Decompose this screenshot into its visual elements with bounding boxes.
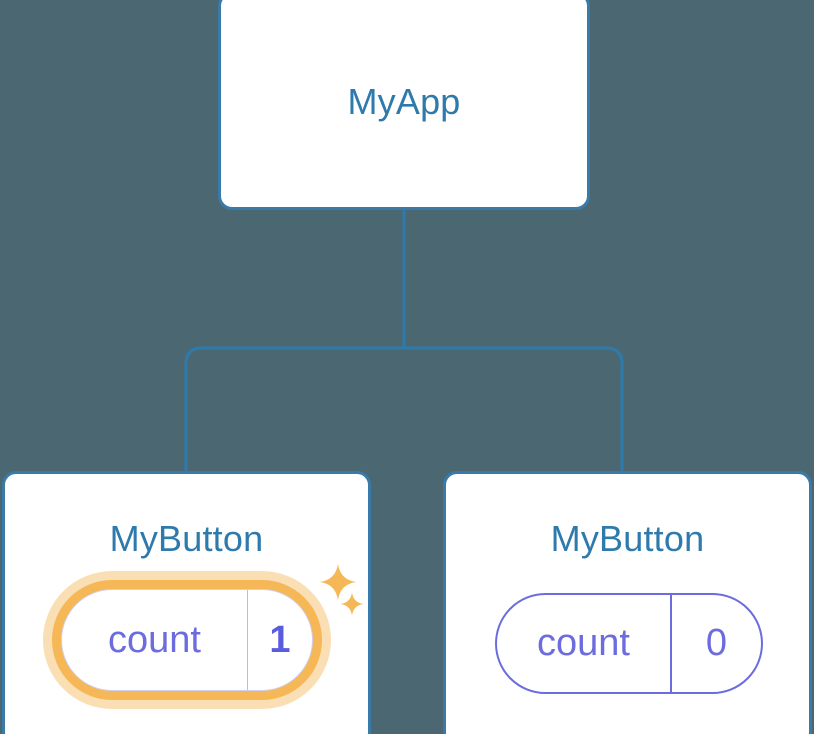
state-pill-left-value: 1 [269,618,291,661]
node-mybutton-right[interactable]: MyButton count 0 [443,471,812,734]
state-pill-left-key: count [108,618,201,661]
state-pill-right[interactable]: count 0 [495,593,763,694]
connector-branch-bar [184,346,624,474]
sparkle-large-icon [319,563,357,601]
state-pill-right-divider [670,595,672,692]
state-pill-right-value: 0 [705,622,728,664]
state-pill-left[interactable]: count 1 [61,589,313,691]
node-myapp-title: MyApp [347,81,461,122]
state-pill-right-wrap: count 0 [495,593,763,694]
node-mybutton-left-title: MyButton [109,518,264,559]
node-myapp[interactable]: MyApp [218,0,590,210]
state-pill-right-key: count [537,622,630,664]
node-mybutton-right-title: MyButton [550,518,705,559]
state-pill-left-divider [247,590,248,690]
state-pill-left-glow: count 1 [43,571,331,709]
sparkle-small-icon [340,592,364,616]
